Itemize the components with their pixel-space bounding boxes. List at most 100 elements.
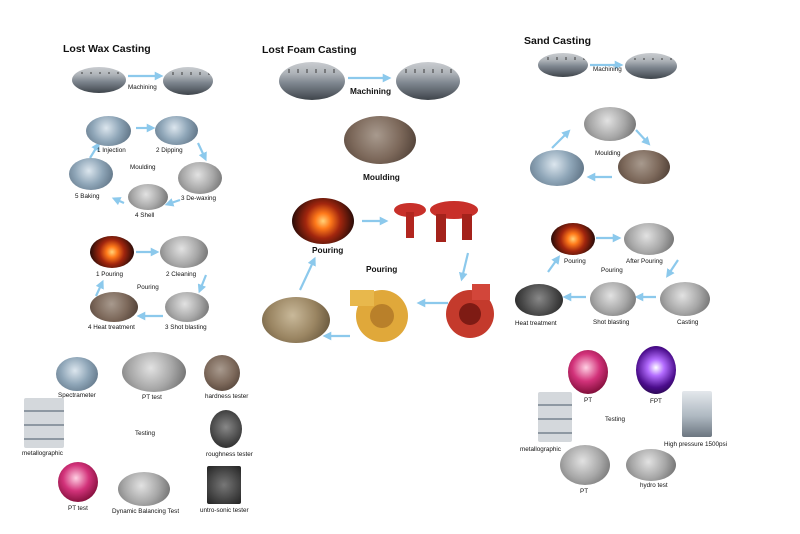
moulding-photo [618,150,670,184]
step-label: 3 Shot blasting [165,324,207,331]
casting-photo [660,282,710,316]
arrow [197,142,207,162]
pump-casing-yellow [350,290,408,342]
test-label: PT [580,488,589,495]
test-label: untro-sonic tester [200,507,249,514]
test-label: hardness tester [205,393,249,400]
hardness-tester-photo [204,355,240,391]
step-label: 3 De-waxing [181,195,216,202]
group-label: Moulding [130,164,156,171]
arrow [299,256,316,291]
metallographic-photo [538,392,572,442]
heat-treatment-photo [90,292,138,322]
fpt-photo [636,346,676,394]
machining-photo [279,62,345,100]
moulding-photo [584,107,636,141]
arrow [89,142,100,159]
step-label: Machining [128,84,157,91]
arrow [551,129,571,149]
arrow [197,274,208,294]
pt-photo [560,445,610,485]
step-label: Heat treatment [515,320,557,327]
arrow [458,252,470,282]
heat-treatment-photo [515,284,563,316]
step-label: Shot blasting [593,319,630,326]
cleaning-photo [160,236,208,268]
test-label: hydro test [640,482,668,489]
after-pouring-photo [624,223,674,255]
section-title: Sand Casting [524,35,592,47]
group-label: Moulding [595,150,621,157]
test-label: metallographic [520,446,561,453]
step-label: Casting [677,319,699,326]
machining-photo [163,67,213,95]
test-label: PT [584,397,593,404]
ultrasonic-tester-photo [207,466,241,504]
pt-test-photo [58,462,98,502]
step-label: After Pouring [626,258,663,265]
test-label: Dynamic Balancing Test [112,508,180,515]
step-label: 2 Cleaning [166,271,197,278]
dewaxing-photo [178,162,222,194]
pouring-photo [90,236,134,268]
spectrameter-photo [56,357,98,391]
step-label: 4 Heat treatment [88,324,135,331]
machining-photo [72,67,126,93]
arrow [666,259,679,278]
baking-photo [69,158,113,190]
step-label: Pouring [312,245,344,255]
test-label: roughness tester [206,451,253,458]
step-label: Machining [350,86,392,96]
pt-test-photo [122,352,186,392]
moulding-photo [530,150,584,186]
step-label: 1 Injection [97,147,126,154]
step-label: Moulding [363,172,400,182]
shot-blasting-photo [165,292,209,322]
arrow [111,197,125,206]
arrow [547,255,561,273]
dynamic-balancing-photo [118,472,170,506]
pouring-photo [551,223,595,255]
step-label: 4 Shell [135,212,155,219]
group-label: Pouring [366,264,398,274]
machining-photo [625,53,677,79]
group-label: Pouring [601,267,623,274]
pouring-photo [292,198,354,244]
dipping-photo [155,116,198,145]
pt-photo [568,350,608,394]
test-label: PT test [68,505,88,512]
step-label: 5 Baking [75,193,100,200]
high-pressure-gauge-photo [682,391,712,437]
injection-photo [86,116,131,146]
step-label: Pouring [564,258,586,265]
arrow [95,279,104,297]
test-label: High pressure 1500psi [664,441,728,448]
test-label: PT test [142,394,162,401]
machining-photo [538,53,588,77]
hydro-test-photo [626,449,676,481]
test-label: FPT [650,398,662,405]
finished-casting-photo [262,297,330,343]
group-label: Pouring [137,284,159,291]
metallographic-photo [24,398,64,448]
section-title: Lost Wax Casting [63,43,151,55]
test-label: Spectrameter [58,392,96,399]
shell-photo [128,184,168,210]
test-label: metallographic [22,450,63,457]
roughness-tester-photo [210,410,242,448]
shot-blasting-photo [590,282,636,316]
arrow [164,198,181,207]
foam-pattern-red [394,201,478,242]
moulding-photo [344,116,416,164]
step-label: 1 Pouring [96,271,123,278]
section-title: Lost Foam Casting [262,44,357,56]
step-label: Machining [593,66,622,73]
machining-photo [396,62,460,100]
pump-casing-red [446,284,494,338]
step-label: 2 Dipping [156,147,183,154]
group-label: Testing [135,430,155,437]
arrow [635,129,651,146]
group-label: Testing [605,416,625,423]
